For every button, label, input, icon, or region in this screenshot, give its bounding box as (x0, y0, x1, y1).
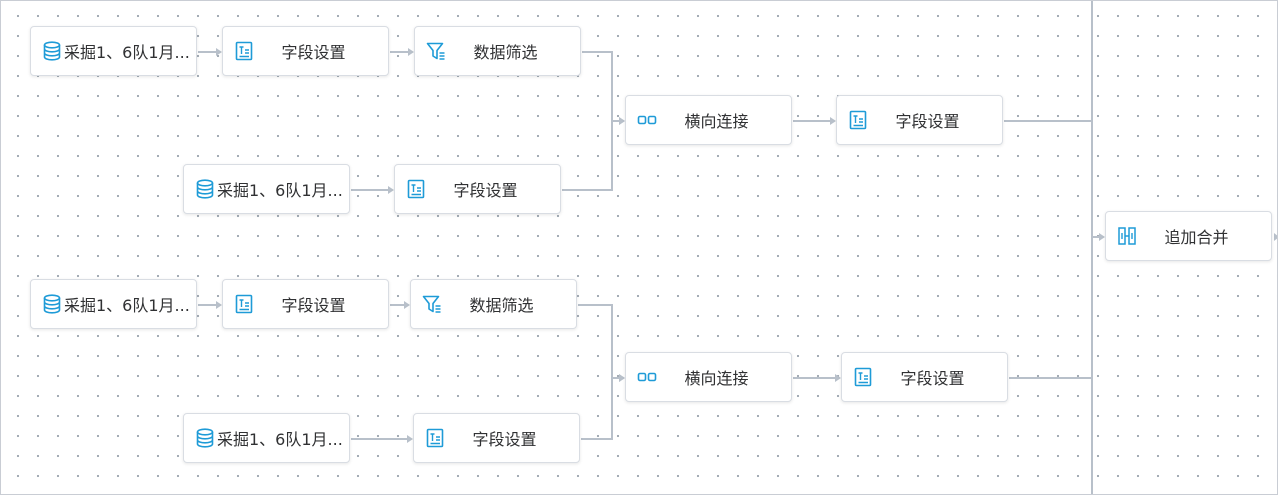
data-filter-label: 数据筛选 (473, 43, 538, 62)
field-setting-node[interactable]: 字段设置 (222, 279, 389, 329)
database-icon (41, 40, 63, 62)
field-setting-node[interactable]: 字段设置 (394, 164, 561, 214)
horizontal-join-label: 横向连接 (684, 369, 749, 388)
data-filter-node[interactable]: 数据筛选 (414, 26, 581, 76)
field-setting-node[interactable]: 字段设置 (413, 413, 580, 463)
source-node[interactable]: 采掘1、6队1月... (30, 26, 197, 76)
field-setting-label: 字段设置 (900, 369, 965, 388)
table-icon (847, 109, 869, 131)
join-icon (636, 366, 658, 388)
table-icon (405, 178, 427, 200)
field-setting-label: 字段设置 (281, 43, 346, 62)
append-merge-node[interactable]: 追加合并 (1105, 211, 1272, 261)
source-node-label: 采掘1、6队1月... (217, 181, 343, 200)
edge-line (562, 120, 620, 191)
horizontal-join-label: 横向连接 (684, 112, 749, 131)
table-icon (233, 293, 255, 315)
edge-line (582, 51, 620, 122)
filter-icon (421, 293, 443, 315)
database-icon (194, 178, 216, 200)
database-icon (41, 293, 63, 315)
horizontal-join-node[interactable]: 横向连接 (625, 95, 792, 145)
output-port-arrowhead (1274, 233, 1277, 241)
database-icon (194, 427, 216, 449)
filter-icon (425, 40, 447, 62)
source-node[interactable]: 采掘1、6队1月... (183, 164, 350, 214)
source-node-label: 采掘1、6队1月... (217, 430, 343, 449)
source-node-label: 采掘1、6队1月... (64, 296, 190, 315)
source-node-label: 采掘1、6队1月... (64, 43, 190, 62)
join-icon (636, 109, 658, 131)
edge-line (578, 304, 620, 379)
horizontal-join-node[interactable]: 横向连接 (625, 352, 792, 402)
table-icon (852, 366, 874, 388)
field-setting-node[interactable]: 字段设置 (836, 95, 1003, 145)
field-setting-node[interactable]: 字段设置 (222, 26, 389, 76)
edge-line (581, 377, 620, 440)
data-filter-node[interactable]: 数据筛选 (410, 279, 577, 329)
field-setting-node[interactable]: 字段设置 (841, 352, 1008, 402)
append-merge-label: 追加合并 (1164, 228, 1229, 247)
source-node[interactable]: 采掘1、6队1月... (30, 279, 197, 329)
table-icon (233, 40, 255, 62)
table-icon (424, 427, 446, 449)
source-node[interactable]: 采掘1、6队1月... (183, 413, 350, 463)
field-setting-label: 字段设置 (895, 112, 960, 131)
data-filter-label: 数据筛选 (469, 296, 534, 315)
field-setting-label: 字段设置 (472, 430, 537, 449)
append-merge-icon (1116, 225, 1138, 247)
field-setting-label: 字段设置 (281, 296, 346, 315)
field-setting-label: 字段设置 (453, 181, 518, 200)
